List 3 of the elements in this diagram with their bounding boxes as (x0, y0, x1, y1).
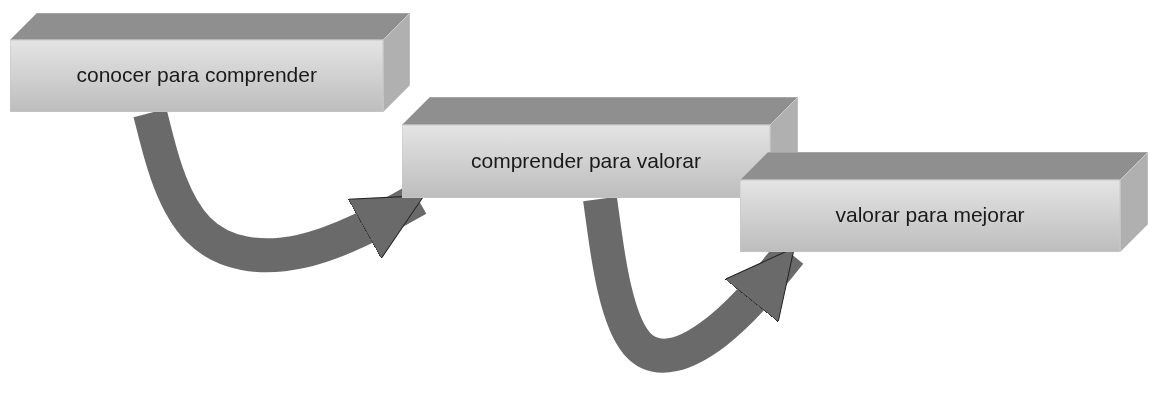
block-label: comprender para valorar (471, 148, 701, 173)
block-label: valorar para mejorar (835, 203, 1025, 227)
block-label: conocer para comprender (76, 63, 317, 87)
